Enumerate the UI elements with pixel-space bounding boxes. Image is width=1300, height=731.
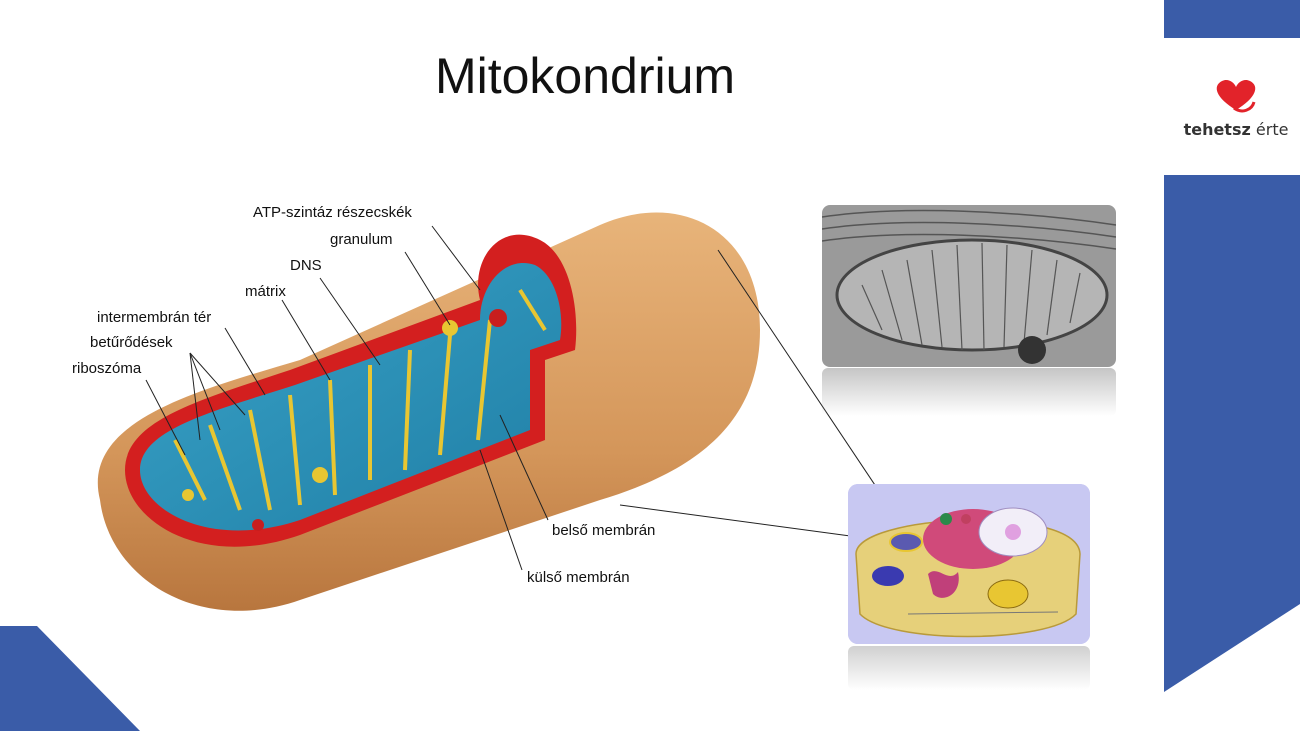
slide-title: Mitokondrium (434, 48, 736, 104)
label-leader-lines (145, 225, 906, 571)
animal-cell-diagram (848, 484, 1090, 644)
label-outer-membrane: külső membrán (527, 569, 630, 586)
right-blue-panel (1164, 175, 1300, 692)
label-granulum: granulum (330, 231, 393, 248)
label-atp-synthase: ATP-szintáz részecskék (253, 204, 412, 221)
granules (182, 309, 507, 531)
logo-text: tehetsz érte (1183, 120, 1289, 139)
label-ribosome: riboszóma (72, 360, 142, 377)
label-dns: DNS (290, 257, 322, 274)
label-intermembrane-space: intermembrán tér (97, 309, 212, 326)
micrograph-reflection (822, 368, 1116, 416)
label-inner-membrane: belső membrán (552, 522, 656, 539)
tehetsz-erte-logo: tehetsz érte (1176, 72, 1296, 142)
heart-logo-icon (1216, 79, 1256, 113)
cristae (173, 288, 547, 511)
label-cristae: betűrődések (90, 334, 173, 351)
label-matrix: mátrix (245, 283, 286, 300)
cell-diagram-reflection (848, 646, 1090, 690)
bottom-left-blue-triangle (0, 626, 140, 731)
top-right-blue-bar (1164, 0, 1300, 38)
electron-micrograph (822, 205, 1116, 367)
